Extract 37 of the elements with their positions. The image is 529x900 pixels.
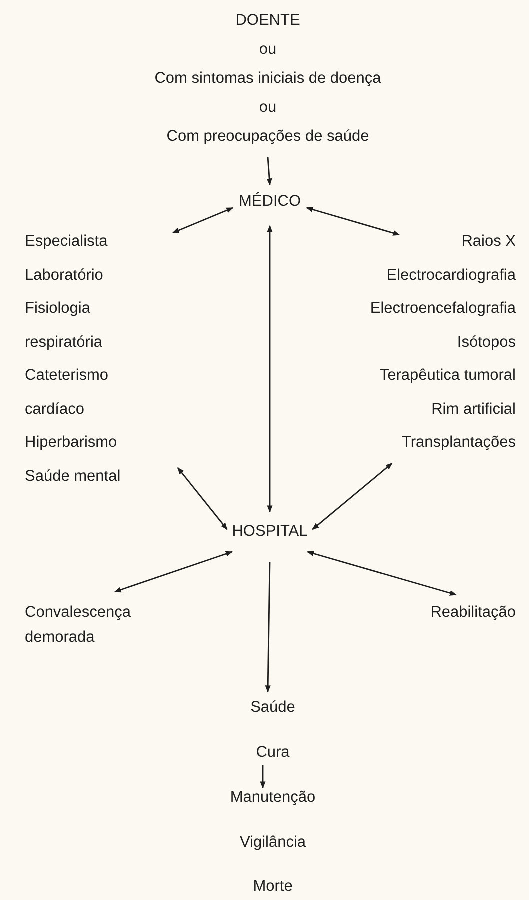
list-item: Saúde mental	[25, 466, 121, 486]
list-item: Fisiologia respiratória	[25, 299, 104, 352]
node-label: Morte	[253, 875, 293, 899]
arrow	[265, 562, 271, 693]
arrow	[266, 156, 272, 186]
double-arrow	[312, 462, 393, 530]
heading-line: ou	[259, 98, 277, 118]
node-label: Vigilância	[240, 831, 306, 855]
list-item: Cateterismo cardíaco	[25, 366, 110, 420]
list-item: Especialista	[25, 232, 108, 252]
heading-line: Com preocupações de saúde	[166, 127, 370, 147]
double-arrow	[267, 225, 273, 513]
double-arrow	[307, 551, 457, 596]
heading-line: Com sintomas iniciais de doença	[154, 69, 382, 89]
double-arrow	[177, 467, 228, 530]
heading-line: ou	[259, 40, 277, 60]
double-arrow	[114, 551, 233, 593]
double-arrow	[306, 207, 400, 236]
node-label: MÉDICO	[239, 190, 301, 214]
node-label: HOSPITAL	[232, 520, 308, 544]
list-item: Transplantações	[402, 433, 516, 453]
heading-line: DOENTE	[236, 11, 300, 31]
arrow	[260, 765, 266, 789]
node-label: Convalescença demorada	[25, 600, 175, 650]
list-item: Hiperbarismo	[25, 433, 118, 453]
node-label: Reabilitação	[430, 600, 516, 625]
list-item: Terapêutica tumoral	[380, 366, 516, 386]
node-label: Saúde	[250, 696, 296, 720]
double-arrow	[172, 207, 234, 234]
list-item: Electroencefalografia	[370, 299, 516, 319]
list-item: Electrocardiografia	[386, 266, 516, 286]
list-item: Rim artificial	[432, 400, 516, 420]
node-label: Manutenção	[230, 786, 316, 810]
list-item: Laboratório	[25, 266, 104, 286]
list-item: Isótopos	[457, 332, 516, 352]
list-item: Raios X	[462, 232, 516, 252]
node-label: Cura	[256, 741, 290, 765]
